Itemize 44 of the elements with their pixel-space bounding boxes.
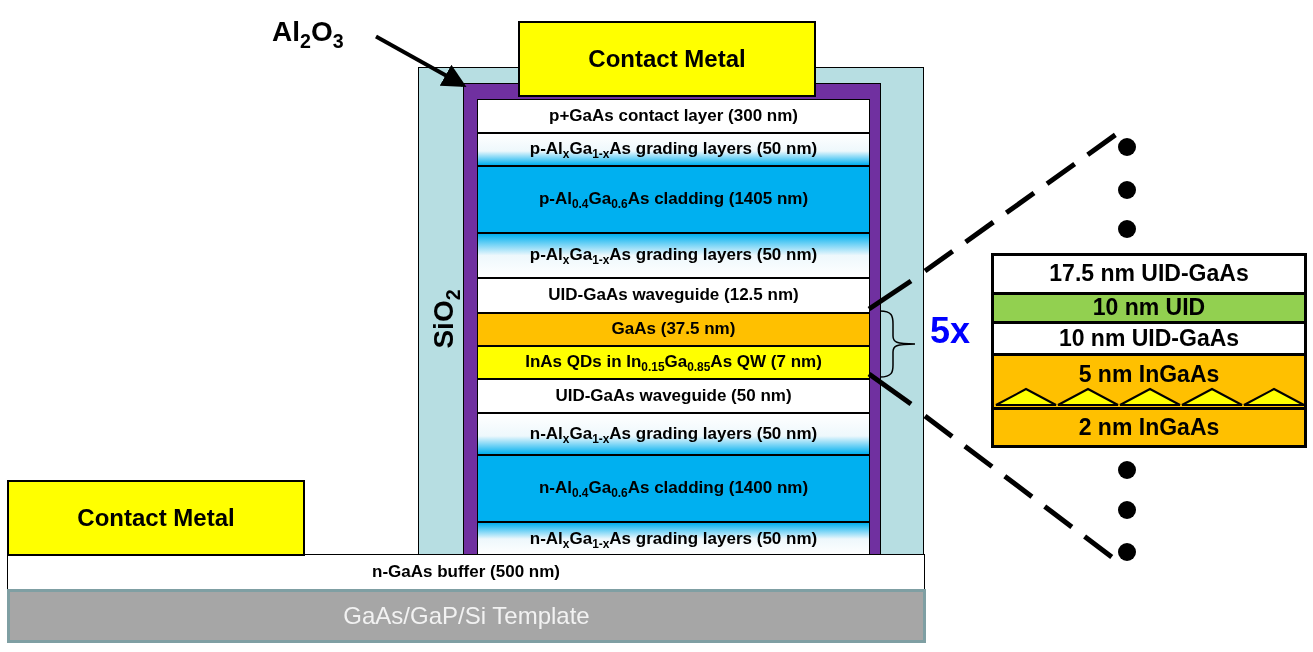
oxide-layer (418, 67, 924, 554)
contact-metal-pad (518, 21, 816, 97)
layer-band (477, 278, 870, 313)
graded-layer-band (477, 133, 870, 166)
layer-label: n-Al$_{0.4}$Ga$_{0.6}$As cladding (1400 nm) (538, 479, 809, 498)
cladding-layer-band (477, 166, 870, 233)
repeat-count-label: 5x (930, 310, 971, 352)
layer-band (477, 379, 870, 413)
passivation-layer (463, 83, 881, 555)
material-label: Al$_{2}$O$_{3}$ (272, 10, 380, 54)
graded-layer-band (477, 413, 870, 455)
layer-label: n-Al$_{x}$Ga$_{1-x}$As grading layers (50 nm) (529, 424, 818, 444)
layer-label: Contact Metal (588, 45, 746, 73)
arrow (375, 34, 467, 87)
layer-label: 10 nm UID (1092, 295, 1206, 321)
inset-layer-band (991, 292, 1307, 324)
inset-layer-band (991, 407, 1307, 448)
layer-band (477, 99, 870, 133)
layer-label: p+GaAs contact layer (300 nm) (549, 106, 798, 126)
active-layer-band (477, 346, 870, 379)
layer-label: GaAs (37.5 nm) (611, 320, 736, 339)
quantum-dot-layer-band (991, 353, 1307, 410)
buffer-layer-band (7, 554, 925, 590)
contact-metal-pad (7, 480, 305, 556)
graded-layer-band (477, 233, 870, 278)
substrate-layer-band (7, 589, 926, 643)
graded-layer-band (477, 522, 870, 556)
layer-label: p-Al$_{x}$Ga$_{1-x}$As grading layers (50 nm) (529, 246, 818, 265)
layer-label: p-Al$_{0.4}$Ga$_{0.6}$As cladding (1405 nm) (538, 190, 809, 209)
layer-label: 2 nm InGaAs (1078, 414, 1220, 441)
cladding-layer-band (477, 455, 870, 522)
layer-label: p-Al$_{x}$Ga$_{1-x}$As grading layers (50 nm) (529, 140, 818, 159)
layer-label: Contact Metal (77, 504, 235, 532)
layer-band (477, 313, 870, 346)
layer-label: 17.5 nm UID-GaAs (1049, 261, 1249, 287)
inset-layer-band (991, 253, 1307, 295)
layer-label: UID-GaAs waveguide (12.5 nm) (548, 286, 799, 305)
layer-label: UID-GaAs waveguide (50 nm) (555, 386, 792, 406)
layer-label: InAs QDs in In$_{0.15}$Ga$_{0.85}$As QW (7 nm) (525, 353, 822, 372)
layer-label: n-GaAs buffer (500 nm) (372, 562, 560, 582)
layer-label: 5 nm InGaAs (1078, 362, 1220, 388)
layer-label: n-Al$_{x}$Ga$_{1-x}$As grading layers (50 nm) (529, 529, 818, 549)
layer-label: GaAs/GaP/Si Template (343, 602, 590, 630)
layer-label: 10 nm UID-GaAs (1058, 325, 1240, 352)
